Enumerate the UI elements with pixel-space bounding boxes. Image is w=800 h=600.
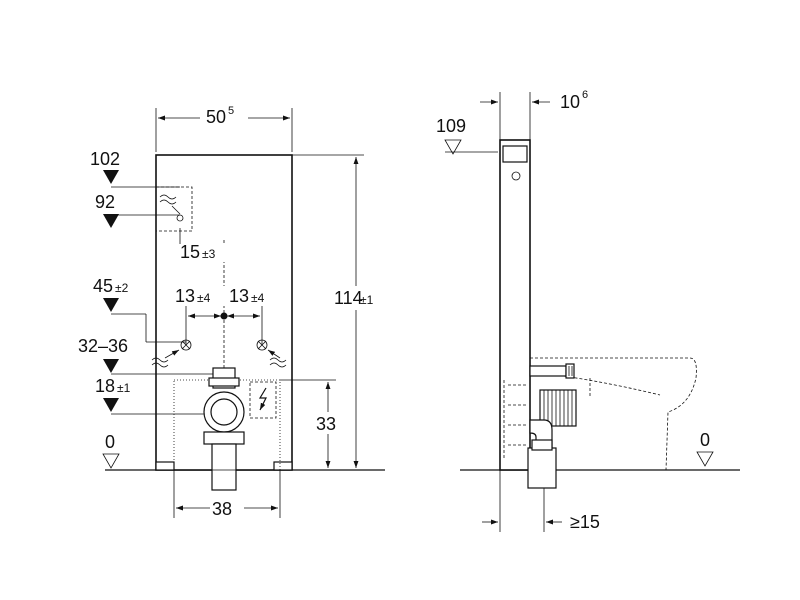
height-label: 114 — [334, 288, 363, 308]
side-panel — [499, 139, 531, 471]
right-offset-tol: ±4 — [251, 291, 265, 305]
level-102-label: 102 — [90, 149, 120, 169]
side-level-0-marker — [696, 451, 714, 467]
front-foot-left — [155, 461, 175, 471]
level-102-marker — [103, 170, 119, 184]
front-view: 50 5 114 ±1 102 92 15 ±3 — [78, 105, 390, 520]
drain-height-label: 33 — [316, 414, 336, 434]
valve-right-icon — [256, 339, 287, 368]
level-0-marker — [102, 453, 120, 469]
centre-point — [220, 312, 228, 320]
offset-tol: ±3 — [202, 247, 216, 261]
side-view: 10 6 109 ≥15 — [436, 89, 740, 532]
level-92-marker — [103, 214, 119, 228]
power-icon — [258, 387, 267, 411]
level-18-label: 18 — [95, 376, 115, 396]
level-32-36-label: 32–36 — [78, 336, 128, 356]
right-offset-label: 13 — [229, 286, 249, 306]
side-panel-button — [511, 171, 521, 181]
level-0-label: 0 — [105, 432, 115, 452]
level-32-36-marker — [103, 359, 119, 373]
water-wave-icon — [159, 194, 177, 205]
height-tol: ±1 — [360, 293, 374, 307]
side-level-0-label: 0 — [700, 430, 710, 450]
level-45-marker — [103, 298, 119, 312]
level-92-label: 92 — [95, 192, 115, 212]
drain-pipe — [203, 367, 245, 491]
side-panel-top — [502, 145, 528, 163]
water-connection-box — [155, 186, 193, 232]
level-109-label: 109 — [436, 116, 466, 136]
min-offset-label: ≥15 — [570, 512, 600, 532]
width-label: 50 — [206, 107, 226, 127]
width-sup: 5 — [228, 105, 234, 117]
flush-connector — [529, 363, 575, 379]
level-18-marker — [103, 398, 119, 412]
offset-label: 15 — [180, 242, 200, 262]
level-18-tol: ±1 — [117, 381, 131, 395]
valve-left-icon — [151, 339, 192, 368]
depth-label: 10 — [560, 92, 580, 112]
front-foot-right — [273, 461, 293, 471]
left-offset-tol: ±4 — [197, 291, 211, 305]
level-45-label: 45 — [93, 276, 113, 296]
power-box — [249, 381, 277, 419]
level-45-tol: ±2 — [115, 281, 129, 295]
bottom-width-label: 38 — [212, 499, 232, 519]
left-offset-label: 13 — [175, 286, 195, 306]
toilet-bowl — [529, 357, 697, 471]
level-109-marker — [444, 139, 462, 155]
water-tap-icon — [176, 214, 184, 222]
depth-sup: 6 — [582, 89, 588, 101]
side-frame-hatching — [503, 380, 526, 460]
side-drain-pipe — [527, 389, 577, 489]
